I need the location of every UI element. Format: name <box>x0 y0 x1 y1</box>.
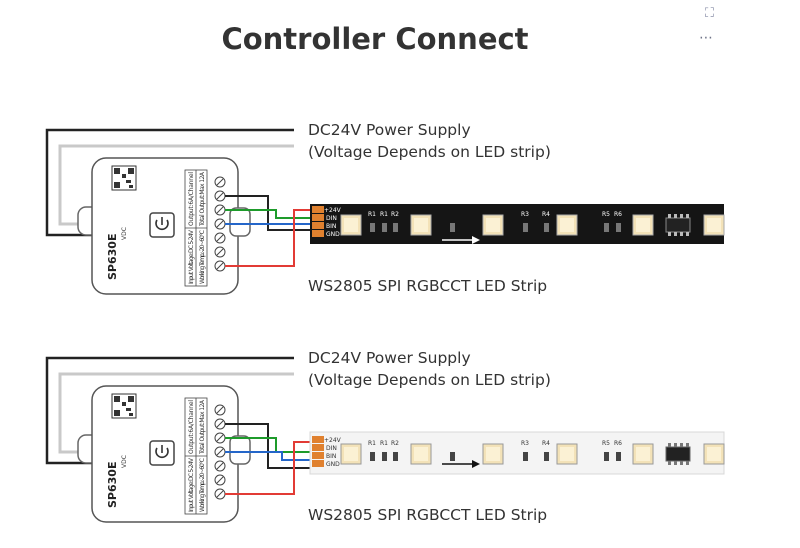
led-strip-white: +24V DIN BIN GND <box>309 431 725 475</box>
led-chip <box>482 443 504 465</box>
pad-bin: BIN <box>326 453 336 460</box>
output-wire-green <box>225 437 318 453</box>
led-chip <box>632 214 654 236</box>
power-icon <box>149 440 175 466</box>
spec-output: Output:6A/Channel <box>188 172 195 226</box>
part-r1: R1 <box>368 440 376 447</box>
part-r5: R5 <box>602 440 610 447</box>
strip-label: WS2805 SPI RGBCCT LED Strip <box>308 506 547 524</box>
led-chip <box>556 214 578 236</box>
wiring-diagram-white-strip: SP630E VDC Input Voltage:DC 5-24V Output… <box>0 328 800 548</box>
controller-box: SP630E VDC Input Voltage:DC 5-24V Output… <box>77 385 251 523</box>
led-chip <box>340 443 362 465</box>
strip-label: WS2805 SPI RGBCCT LED Strip <box>308 277 547 295</box>
controller-vdc: VDC <box>121 455 128 468</box>
power-supply-label-1: DC24V Power Supply <box>308 349 471 367</box>
part-r2: R2 <box>391 440 399 447</box>
output-wire-blue <box>225 451 318 461</box>
led-chip <box>703 443 725 465</box>
part-r6: R6 <box>614 211 622 218</box>
part-r3: R3 <box>521 440 529 447</box>
qr-code-icon <box>111 165 137 191</box>
led-chip <box>556 443 578 465</box>
more-icon[interactable]: ⋯ <box>699 30 714 46</box>
part-r5: R5 <box>602 211 610 218</box>
controller-model: SP630E <box>106 234 119 280</box>
spec-total-output: Total Output:Max 12A <box>199 399 206 455</box>
spec-total-output: Total Output:Max 12A <box>199 171 206 227</box>
power-wire-black <box>45 356 294 465</box>
pad-24v: +24V <box>324 437 342 444</box>
pad-din: DIN <box>326 215 337 222</box>
led-chip <box>410 214 432 236</box>
led-chip <box>703 214 725 236</box>
ic-chip <box>665 443 691 465</box>
controller-vdc: VDC <box>121 227 128 240</box>
led-strip-black: +24V DIN BIN GND <box>310 204 725 244</box>
arrow-right-icon <box>442 236 480 244</box>
output-wire-red <box>225 209 318 267</box>
output-wire-green <box>225 209 318 219</box>
part-r3: R3 <box>521 211 529 218</box>
wiring-diagram-black-strip: SP630E VDC Input Voltage:DC 5-24V Output… <box>0 100 800 320</box>
spec-input-voltage: Input Voltage:DC 5-24V <box>188 229 195 284</box>
pad-gnd: GND <box>326 231 340 238</box>
part-r6: R6 <box>614 440 622 447</box>
part-r2: R2 <box>391 211 399 218</box>
expand-icon[interactable]: ⛶ <box>704 6 714 21</box>
power-supply-label-1: DC24V Power Supply <box>308 121 471 139</box>
pad-gnd: GND <box>326 461 340 468</box>
pad-bin: BIN <box>326 223 336 230</box>
led-chip <box>482 214 504 236</box>
spec-working-temp: Working Temp.:-20~60°C <box>199 458 206 512</box>
ic-chip <box>665 214 691 236</box>
part-r1b: R1 <box>380 440 388 447</box>
part-r4: R4 <box>542 440 550 447</box>
led-chip <box>340 214 362 236</box>
spec-working-temp: Working Temp.:-20~60°C <box>199 230 206 284</box>
power-wire-black <box>45 128 294 237</box>
part-r1: R1 <box>368 211 376 218</box>
spec-input-voltage: Input Voltage:DC 5-24V <box>188 457 195 512</box>
power-icon <box>149 212 175 238</box>
wiring-svg: SP630E VDC Input Voltage:DC 5-24V Output… <box>45 121 725 295</box>
arrow-right-icon <box>442 460 480 468</box>
power-supply-label-2: (Voltage Depends on LED strip) <box>308 143 551 161</box>
led-chip <box>410 443 432 465</box>
output-wire-red <box>225 441 318 495</box>
led-chip <box>632 443 654 465</box>
part-r1b: R1 <box>380 211 388 218</box>
controller-box: SP630E VDC Input Voltage:DC 5-24V Output… <box>77 157 251 295</box>
wiring-svg: SP630E VDC Input Voltage:DC 5-24V Output… <box>45 349 725 524</box>
power-supply-label-2: (Voltage Depends on LED strip) <box>308 371 551 389</box>
controller-model: SP630E <box>106 462 119 508</box>
page-title: Controller Connect <box>221 22 529 56</box>
qr-code-icon <box>111 393 137 419</box>
pad-din: DIN <box>326 445 337 452</box>
pad-24v: +24V <box>324 207 342 214</box>
part-r4: R4 <box>542 211 550 218</box>
spec-output: Output:6A/Channel <box>188 400 195 454</box>
